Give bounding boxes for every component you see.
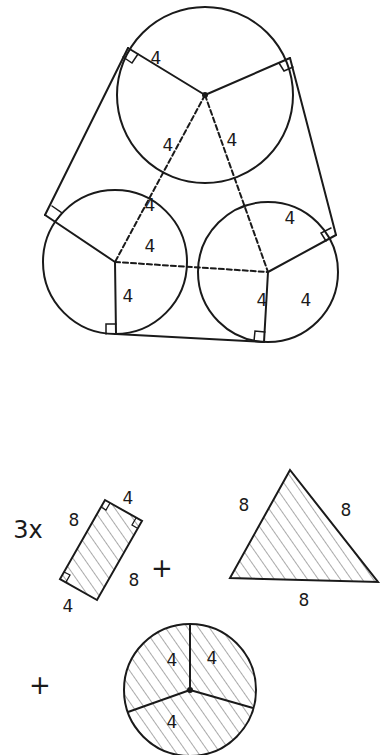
top-circle xyxy=(117,7,293,183)
dimension-label: 4 xyxy=(301,292,312,309)
dimension-label: 4 xyxy=(207,650,218,667)
dimension-label: 8 xyxy=(299,592,310,609)
dimension-label: 4 xyxy=(151,50,162,67)
dimension-label: 4 xyxy=(123,288,134,305)
dimension-label: + xyxy=(151,555,173,581)
dimension-label: 8 xyxy=(129,572,140,589)
dimension-label: 4 xyxy=(63,598,74,615)
dimension-label: 4 xyxy=(285,210,296,227)
rectangle-piece xyxy=(60,500,142,600)
circle-piece xyxy=(124,624,256,755)
dimension-label: 4 xyxy=(145,238,156,255)
dimension-label: 4 xyxy=(167,652,178,669)
dimension-label: 4 xyxy=(257,292,268,309)
dimension-label: 8 xyxy=(239,497,250,514)
dimension-label: 4 xyxy=(123,490,134,507)
dimension-label: 8 xyxy=(69,512,80,529)
dimension-label: 8 xyxy=(341,502,352,519)
dimension-label: 4 xyxy=(167,714,178,731)
dimension-label: 4 xyxy=(163,137,174,154)
triangle-piece xyxy=(230,470,378,582)
dimension-label: 4 xyxy=(227,132,238,149)
dimension-label: 4 xyxy=(145,197,156,214)
dimension-label: + xyxy=(29,672,51,698)
dimension-label: 3x xyxy=(13,518,42,542)
